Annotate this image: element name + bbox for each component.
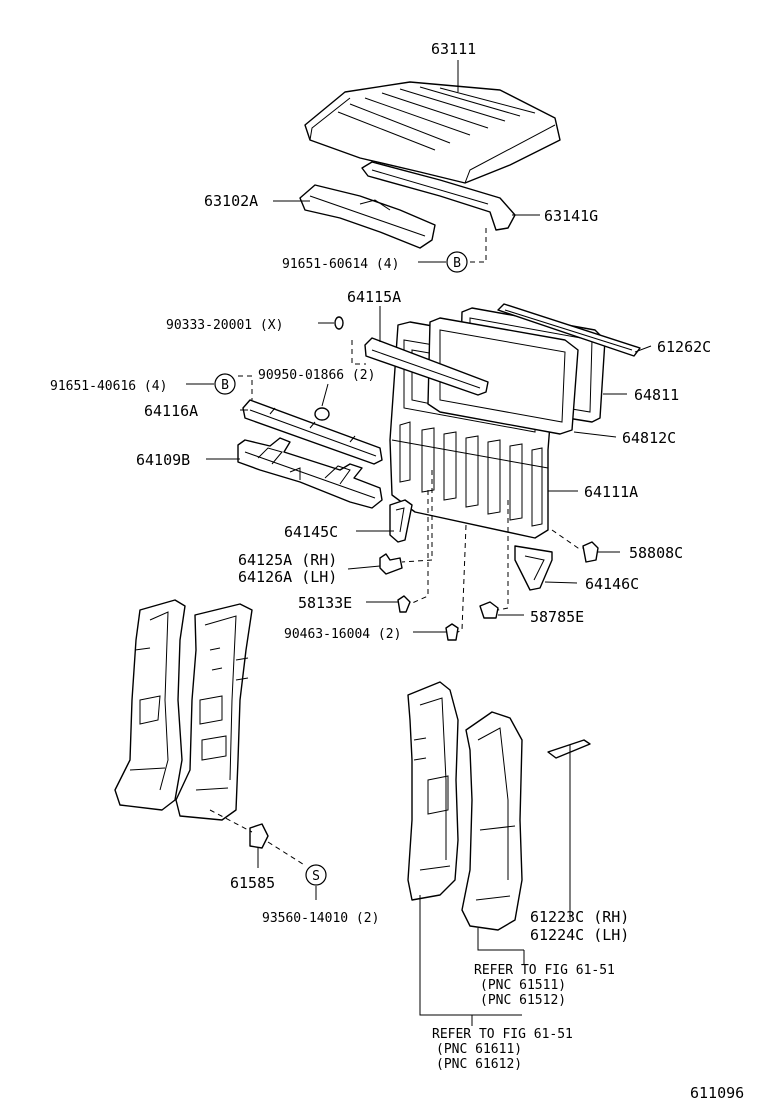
right-pillar-inner — [407, 681, 459, 901]
ref-note-2-line2: (PNC 61611) — [436, 1042, 522, 1057]
label-64115a: 64115A — [347, 288, 401, 306]
moulding-61262c — [497, 303, 641, 357]
right-pillar-outer — [461, 711, 523, 931]
upper-rail-64115a — [364, 337, 489, 396]
retainer-58785e — [479, 601, 499, 619]
label-64126a: 64126A (LH) — [238, 568, 337, 586]
marker-b-lower-text: B — [221, 378, 229, 393]
label-64146c: 64146C — [585, 575, 639, 593]
label-64125a: 64125A (RH) — [238, 551, 337, 569]
rail-64116a — [242, 399, 383, 465]
left-pillar-inner — [175, 603, 253, 821]
label-64811: 64811 — [634, 386, 679, 404]
label-64111a: 64111A — [584, 483, 638, 501]
clip-90333 — [334, 316, 344, 330]
bracket-64146c — [514, 545, 553, 591]
label-91651-60614: 91651-60614 (4) — [282, 257, 399, 272]
marker-s: S — [305, 864, 327, 886]
ref-note-2-line3: (PNC 61612) — [436, 1057, 522, 1072]
marker-b-upper-text: B — [453, 256, 461, 271]
clip-58808c — [582, 541, 599, 563]
label-58808c: 58808C — [629, 544, 683, 562]
retainer-58133e — [397, 595, 411, 613]
part-labels: 63111 63102A 63141G 91651-60614 (4) 6411… — [50, 40, 744, 1102]
ref-note-1-line3: (PNC 61512) — [480, 993, 566, 1008]
label-64116a: 64116A — [144, 402, 198, 420]
label-91651-40616: 91651-40616 (4) — [50, 379, 167, 394]
leader-lines — [186, 60, 652, 1026]
roof-panel-63111 — [304, 81, 561, 184]
bracket-64145c — [389, 499, 413, 543]
ref-note-1-line2: (PNC 61511) — [480, 978, 566, 993]
roof-bow-63102a — [299, 184, 436, 249]
label-61223c: 61223C (RH) — [530, 908, 629, 926]
left-pillar-outer — [114, 599, 186, 811]
roof-header-63141g — [361, 161, 516, 231]
label-64109b: 64109B — [136, 451, 190, 469]
marker-b-upper: B — [446, 251, 468, 273]
marker-b-lower: B — [214, 373, 236, 395]
label-64145c: 64145C — [284, 523, 338, 541]
ref-note-2-line1: REFER TO FIG 61-51 — [432, 1027, 573, 1042]
ref-note-1-line1: REFER TO FIG 61-51 — [474, 963, 615, 978]
label-63111: 63111 — [431, 40, 476, 58]
label-90333-20001: 90333-20001 (X) — [166, 318, 283, 333]
label-58133e: 58133E — [298, 594, 352, 612]
bracket-64125a — [379, 553, 403, 575]
marker-s-text: S — [312, 869, 320, 884]
figure-number: 611096 — [690, 1084, 744, 1102]
label-58785e: 58785E — [530, 608, 584, 626]
label-90950-01866: 90950-01866 (2) — [258, 368, 375, 383]
label-63141g: 63141G — [544, 207, 598, 225]
label-61585: 61585 — [230, 874, 275, 892]
clip-90463 — [445, 623, 459, 641]
label-61224c: 61224C (LH) — [530, 926, 629, 944]
label-64812c: 64812C — [622, 429, 676, 447]
label-63102a: 63102A — [204, 192, 258, 210]
label-90463-16004: 90463-16004 (2) — [284, 627, 401, 642]
grommet-90950 — [314, 407, 330, 421]
seal-61585 — [249, 823, 269, 849]
label-61262c: 61262C — [657, 338, 711, 356]
bracket-61223c — [547, 739, 591, 759]
crossmember-64109b — [237, 437, 383, 509]
label-93560-14010: 93560-14010 (2) — [262, 911, 379, 926]
